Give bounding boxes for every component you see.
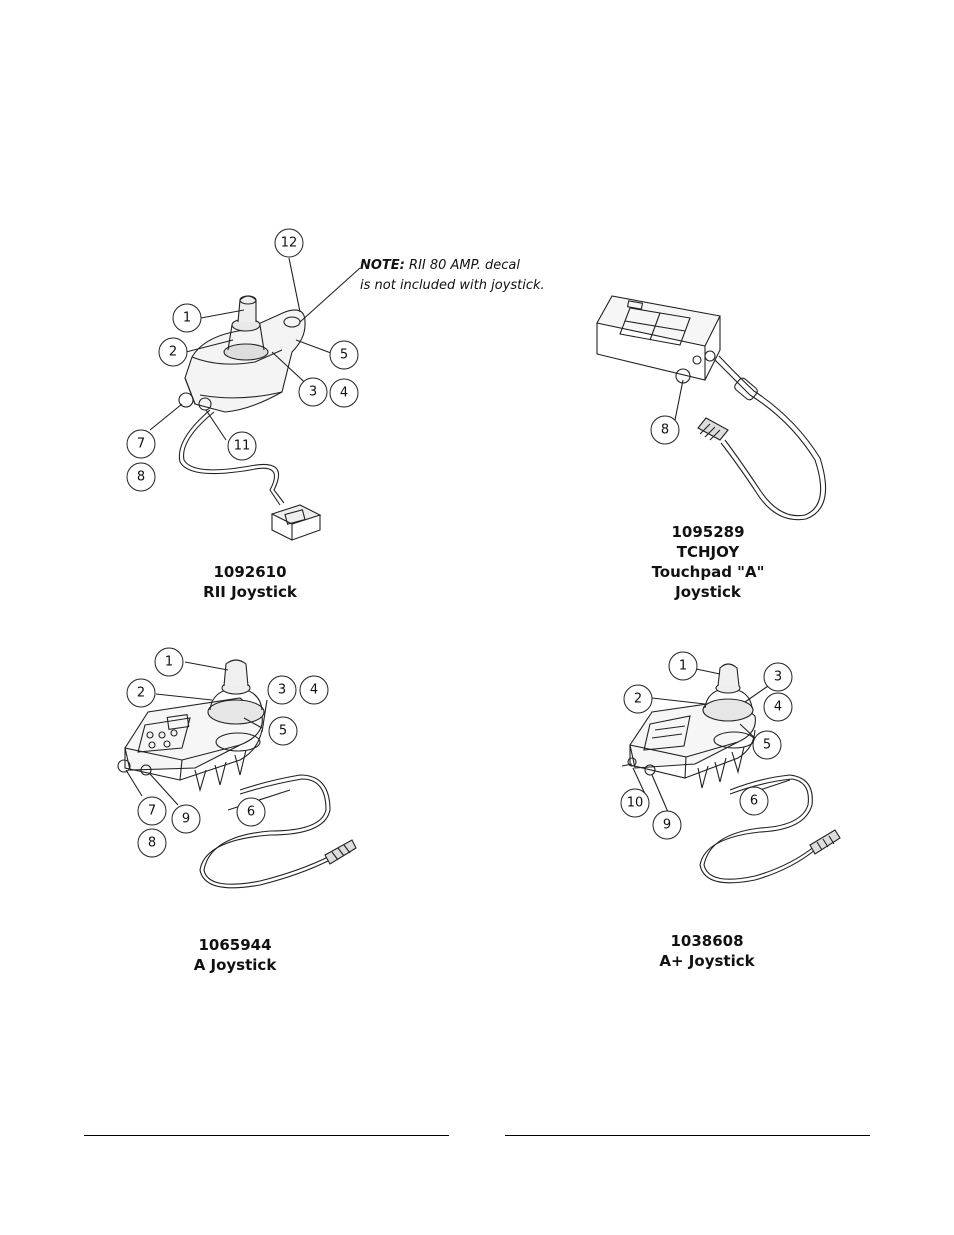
callout-number: 3 [774, 670, 782, 685]
callout-circle [126, 462, 156, 492]
callout-circle [298, 377, 328, 407]
callout-circle [620, 788, 650, 818]
callout-number: 6 [750, 794, 758, 809]
callout-number: 2 [634, 692, 642, 707]
part-name: A Joystick [193, 956, 277, 974]
part-name: Touchpad "A" [651, 563, 765, 581]
callout-number: 8 [661, 423, 669, 438]
callout-circle [668, 651, 698, 681]
callout-circle [650, 415, 680, 445]
callout-number: 6 [247, 805, 255, 820]
callout-circle [274, 228, 304, 258]
callout-number: 4 [310, 683, 318, 698]
callout-number: 3 [278, 683, 286, 698]
part-name: A+ Joystick [659, 952, 755, 970]
callout-circle [126, 429, 156, 459]
caption-rii-joystick: 1092610 RII Joystick [150, 562, 350, 602]
callout-circle [154, 647, 184, 677]
callout-circle [652, 810, 682, 840]
callout-number: 1 [183, 311, 191, 326]
callout-circle [158, 337, 188, 367]
part-number: 1065944 [198, 936, 272, 954]
part-name: RII Joystick [203, 583, 297, 601]
note-line-2: is not included with joystick. [360, 278, 545, 293]
callout-circle [171, 804, 201, 834]
footer-rule-right [505, 1135, 870, 1136]
callout-number: 7 [148, 804, 156, 819]
caption-aplus-joystick: 1038608 A+ Joystick [607, 931, 807, 971]
tchjoy-drawing [596, 295, 827, 521]
callout-number: 5 [763, 738, 771, 753]
callout-circle [227, 431, 257, 461]
part-name: TCHJOY [676, 543, 740, 561]
callout-number: 1 [165, 655, 173, 670]
callout-circle [763, 662, 793, 692]
callout-circle [752, 730, 782, 760]
callout-number: 1 [679, 659, 687, 674]
callout-circle [329, 340, 359, 370]
callout-number: 8 [148, 836, 156, 851]
callout-circle [763, 692, 793, 722]
callout-number: 3 [309, 385, 317, 400]
callout-number: 9 [182, 812, 190, 827]
callout-circle [126, 678, 156, 708]
part-number: 1092610 [213, 563, 287, 581]
decal-note: NOTE: RII 80 AMP. decal is not included … [360, 256, 545, 296]
callout-number: 2 [169, 345, 177, 360]
part-name: Joystick [675, 583, 741, 601]
callout-number: 11 [234, 439, 251, 454]
callout-circle [739, 786, 769, 816]
callout-number: 8 [137, 470, 145, 485]
footer-rule-left [84, 1135, 449, 1136]
callout-number: 12 [281, 236, 298, 251]
part-number: 1095289 [671, 523, 745, 541]
callout-circle [137, 828, 167, 858]
callout-circle [172, 303, 202, 333]
note-label: NOTE: [360, 258, 405, 273]
caption-tchjoy: 1095289 TCHJOY Touchpad "A" Joystick [583, 522, 833, 602]
aplus-joystick-drawing [621, 663, 841, 884]
callout-number: 4 [340, 386, 348, 401]
callout-number: 7 [137, 437, 145, 452]
caption-a-joystick: 1065944 A Joystick [135, 935, 335, 975]
rii-joystick-drawing [149, 257, 361, 541]
note-line-1: RII 80 AMP. decal [409, 258, 520, 273]
callout-circle [268, 716, 298, 746]
callout-circle [329, 378, 359, 408]
callout-number: 5 [279, 724, 287, 739]
callout-circle [236, 797, 266, 827]
callout-number: 5 [340, 348, 348, 363]
callout-circle [299, 675, 329, 705]
callout-circle [137, 796, 167, 826]
callout-number: 10 [627, 796, 644, 811]
callout-circle [623, 684, 653, 714]
callout-number: 2 [137, 686, 145, 701]
callout-circle [267, 675, 297, 705]
callout-number: 4 [774, 700, 782, 715]
part-number: 1038608 [670, 932, 744, 950]
callout-number: 9 [663, 818, 671, 833]
